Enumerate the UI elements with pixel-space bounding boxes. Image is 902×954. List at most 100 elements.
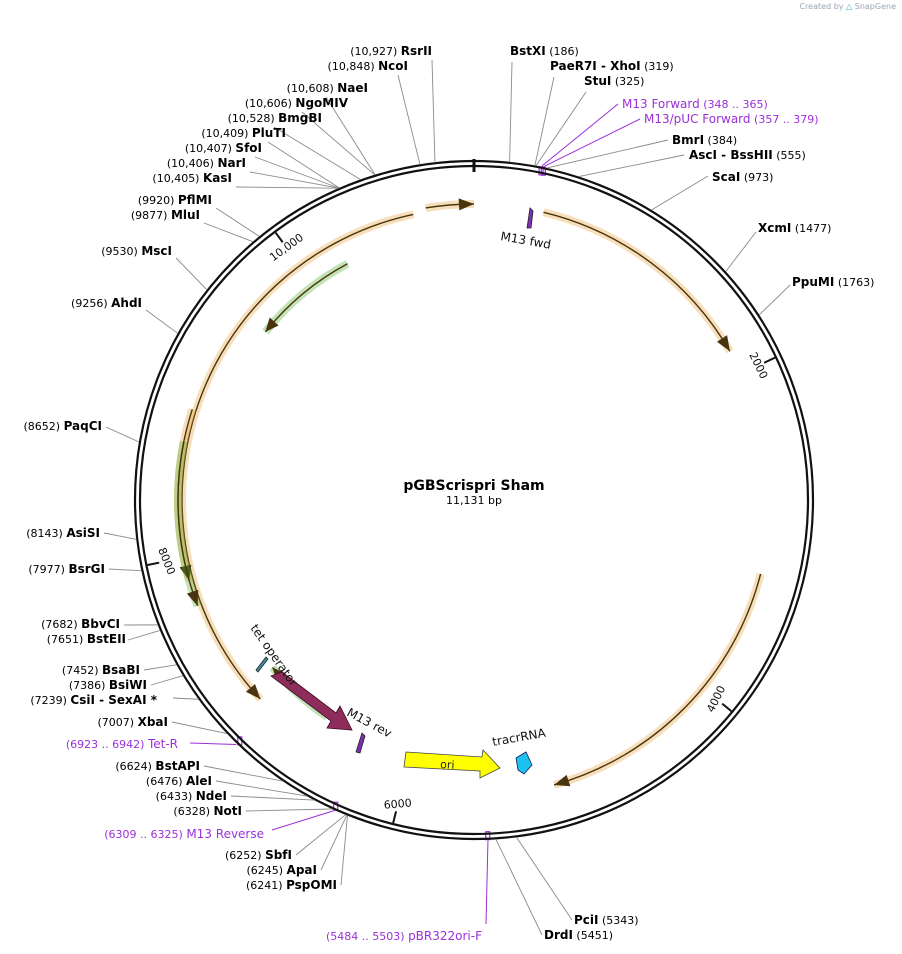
enzyme-leader-line bbox=[340, 815, 348, 886]
enzyme-coord: (186) bbox=[546, 45, 579, 58]
primer-coord: (5484 .. 5503) bbox=[326, 930, 408, 943]
enzyme-leader-line bbox=[578, 154, 685, 177]
plasmid-length: 11,131 bp bbox=[446, 494, 502, 507]
enzyme-coord: (10,927) bbox=[350, 45, 401, 58]
primer-name: M13/pUC Forward bbox=[644, 112, 751, 126]
enzyme-label-msci: (9530) MscI bbox=[101, 244, 172, 258]
enzyme-name: PluTI bbox=[252, 126, 286, 140]
orange-arc-left-arrowhead bbox=[245, 684, 261, 699]
enzyme-coord: (6476) bbox=[146, 775, 186, 788]
m13-fwd-marker bbox=[526, 207, 534, 229]
enzyme-name: NdeI bbox=[196, 789, 227, 803]
ori-arrow bbox=[403, 749, 501, 779]
enzyme-name: PaeR7I - XhoI bbox=[550, 59, 641, 73]
enzyme-leader-line bbox=[273, 126, 361, 180]
primer-name: pBR322ori-F bbox=[408, 929, 482, 943]
enzyme-leader-line bbox=[397, 74, 421, 165]
enzyme-coord: (8143) bbox=[26, 527, 66, 540]
enzyme-label-csii-sexai: (7239) CsiI - SexAI * bbox=[30, 693, 157, 707]
enzyme-name: BbvCI bbox=[81, 617, 120, 631]
enzyme-name: KasI bbox=[203, 171, 232, 185]
enzyme-name: AscI - BssHII bbox=[689, 148, 773, 162]
tick-label: 4000 bbox=[704, 684, 728, 715]
orange-arc-left-line bbox=[181, 213, 414, 700]
credit-brand: SnapGene bbox=[854, 2, 896, 11]
enzyme-name: BstEII bbox=[87, 632, 126, 646]
enzyme-label-xcmi: XcmI (1477) bbox=[758, 221, 831, 235]
orange-arc-bottom-right-arrowhead bbox=[554, 774, 571, 787]
enzyme-leader-line bbox=[245, 808, 333, 812]
enzyme-name: MluI bbox=[171, 208, 200, 222]
orange-arc-right bbox=[542, 208, 734, 354]
enzyme-leader-line bbox=[215, 207, 260, 237]
enzyme-leader-line bbox=[534, 76, 555, 166]
tick-mark bbox=[392, 811, 398, 824]
enzyme-name: StuI bbox=[584, 74, 611, 88]
enzyme-leader-line bbox=[725, 231, 757, 272]
enzyme-label-scai: ScaI (973) bbox=[712, 170, 773, 184]
enzyme-coord: (1763) bbox=[834, 276, 874, 289]
enzyme-label-ndei: (6433) NdeI bbox=[156, 789, 227, 803]
enzyme-coord: (6624) bbox=[115, 760, 155, 773]
enzyme-name: NcoI bbox=[378, 59, 408, 73]
primer-label-m13-puc-forward: M13/pUC Forward (357 .. 379) bbox=[644, 112, 819, 126]
enzyme-name: ScaI bbox=[712, 170, 740, 184]
snapgene-logo-icon: △ bbox=[846, 2, 853, 11]
enzyme-name: DrdI bbox=[544, 928, 573, 942]
enzyme-leader-line bbox=[203, 222, 254, 243]
enzyme-label-pcii: PciI (5343) bbox=[574, 913, 639, 927]
enzyme-coord: (555) bbox=[773, 149, 806, 162]
enzyme-name: BmrI bbox=[672, 133, 704, 147]
enzyme-leader-line bbox=[235, 186, 339, 189]
enzyme-leader-line bbox=[150, 675, 184, 686]
tick-label: 2000 bbox=[746, 350, 770, 381]
enzyme-coord: (8652) bbox=[23, 420, 63, 433]
green-arc-left-arrowhead bbox=[186, 589, 199, 606]
enzyme-coord: (319) bbox=[641, 60, 674, 73]
enzyme-coord: (5451) bbox=[573, 929, 613, 942]
enzyme-coord: (10,606) bbox=[245, 97, 296, 110]
enzyme-label-ngomiv: (10,606) NgoMIV bbox=[245, 96, 349, 110]
primer-label-tet-r: (6923 .. 6942) Tet-R bbox=[66, 737, 178, 751]
enzyme-leader-line bbox=[215, 780, 307, 797]
tick-mark bbox=[721, 702, 733, 712]
enzyme-label-stui: StuI (325) bbox=[584, 74, 644, 88]
enzyme-coord: (10,405) bbox=[152, 172, 203, 185]
enzyme-name: PaqCI bbox=[64, 419, 102, 433]
enzyme-label-bsteii: (7651) BstEII bbox=[47, 632, 126, 646]
enzyme-label-alei: (6476) AleI bbox=[146, 774, 212, 788]
enzyme-leader-line bbox=[495, 839, 543, 936]
tracrrna-label: tracrRNA bbox=[491, 726, 547, 749]
enzyme-name: MscI bbox=[141, 244, 172, 258]
enzyme-leader-line bbox=[651, 175, 709, 211]
enzyme-leader-line bbox=[143, 664, 177, 671]
enzyme-label-sfoi: (10,407) SfoI bbox=[185, 141, 262, 155]
enzyme-leader-line bbox=[431, 59, 436, 163]
enzyme-coord: (6328) bbox=[173, 805, 213, 818]
enzyme-name: PpuMI bbox=[792, 275, 834, 289]
enzyme-name: RsrII bbox=[401, 44, 432, 58]
primer-name: Tet-R bbox=[147, 737, 178, 751]
enzyme-leader-line bbox=[127, 629, 161, 641]
primer-coord: (357 .. 379) bbox=[751, 113, 819, 126]
enzyme-label-pflmi: (9920) PflMI bbox=[138, 193, 212, 207]
green-arc-left-line bbox=[177, 441, 199, 607]
enzyme-coord: (5343) bbox=[599, 914, 639, 927]
enzyme-coord: (7682) bbox=[41, 618, 81, 631]
enzyme-leader-line bbox=[230, 795, 315, 801]
enzyme-leader-line bbox=[145, 309, 178, 334]
enzyme-label-noti: (6328) NotI bbox=[173, 804, 242, 818]
enzyme-label-bsrgi: (7977) BsrGI bbox=[28, 562, 105, 576]
enzyme-label-nari: (10,406) NarI bbox=[167, 156, 246, 170]
enzyme-label-pluti: (10,409) PluTI bbox=[201, 126, 286, 140]
m13-rev-marker bbox=[355, 732, 366, 754]
enzyme-coord: (10,406) bbox=[167, 157, 218, 170]
plasmid-name: pGBScrispri Sham bbox=[403, 478, 544, 494]
tick-label: 8000 bbox=[155, 546, 178, 577]
enzyme-name: PflMI bbox=[178, 193, 212, 207]
primer-leader-line bbox=[541, 103, 619, 167]
primer-coord: (6923 .. 6942) bbox=[66, 738, 148, 751]
enzyme-coord: (7651) bbox=[47, 633, 87, 646]
enzyme-coord: (973) bbox=[740, 171, 773, 184]
